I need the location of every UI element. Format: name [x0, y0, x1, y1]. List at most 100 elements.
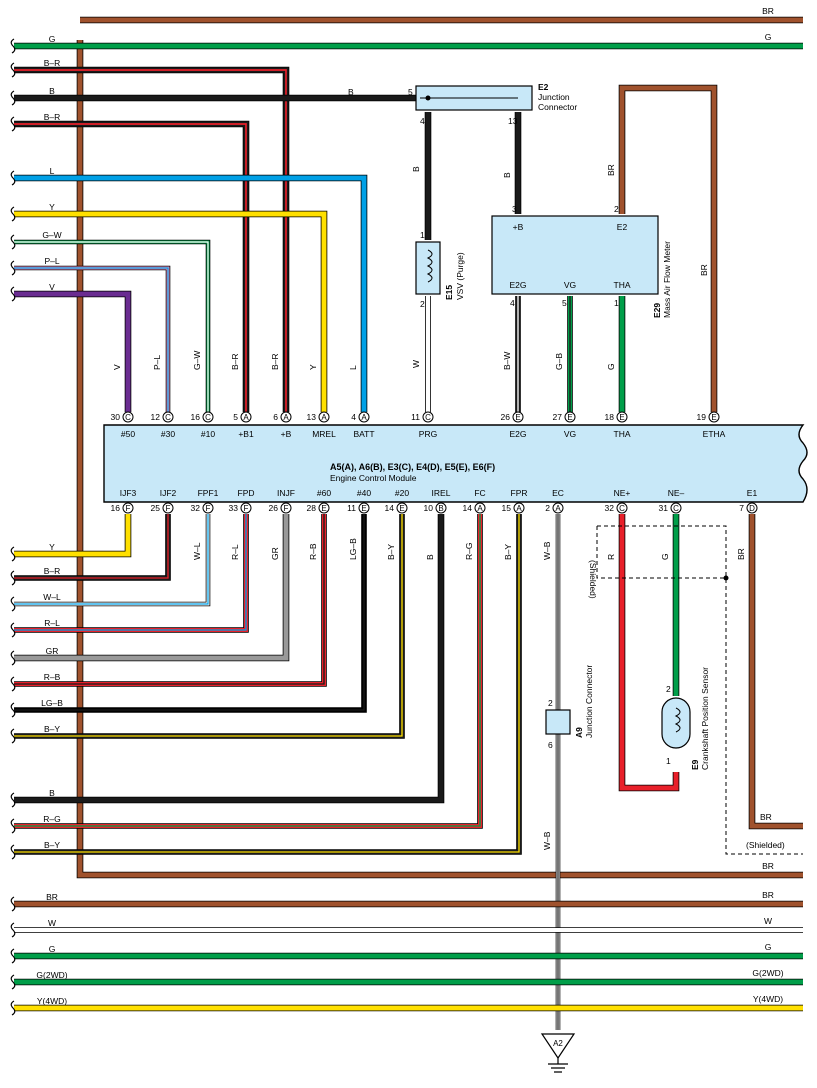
pin-connector-letter: F: [244, 504, 249, 513]
pin-E-circle: [564, 411, 576, 423]
pin-connector-letter: F: [126, 504, 131, 513]
terminal-label: IREL: [432, 488, 451, 498]
l-batt-wire: [14, 175, 367, 412]
e9-id: E9: [690, 759, 700, 770]
p-l-30-wire: [14, 266, 170, 412]
left-wire-label: G–W: [42, 230, 61, 240]
wire-label: W–B: [542, 541, 552, 560]
e15-name: VSV (Purge): [455, 252, 465, 300]
right-wire-label: BR: [762, 861, 774, 871]
coil-icon: [426, 249, 433, 283]
wire-label: Y: [308, 364, 318, 370]
pin-connector-letter: C: [165, 413, 171, 422]
wire-label: G–W: [192, 351, 202, 370]
e9-pin: 2: [666, 684, 671, 694]
wire-label: L: [348, 365, 358, 370]
pin-number: 12: [151, 412, 161, 422]
e15-id: E15: [444, 285, 454, 300]
wire-label: B: [425, 554, 435, 560]
terminal-label: EC: [552, 488, 564, 498]
pin-connector-letter: C: [425, 413, 431, 422]
left-wire-label: B: [49, 86, 55, 96]
pin-C-circle: [122, 411, 134, 423]
terminal-label: +B1: [238, 429, 254, 439]
e9-name: Crankshaft Position Sensor: [700, 667, 710, 770]
terminal-label: INJF: [277, 488, 295, 498]
b-r-ijf2-wire: [14, 514, 170, 580]
pin-number: 10: [424, 503, 434, 513]
wire-label: B–Y: [503, 544, 513, 560]
left-wire-label: G: [49, 944, 56, 954]
e29-terminal: VG: [564, 280, 576, 290]
r-ne-plus-wire: [619, 514, 679, 791]
coil-icon: [674, 707, 681, 733]
terminal-label: IJF3: [120, 488, 137, 498]
wire-break: [10, 728, 16, 744]
pin-C-circle: [670, 502, 682, 514]
terminal-label: FC: [474, 488, 485, 498]
e9-pin: 1: [666, 756, 671, 766]
w-l-fpf1-wire: [14, 514, 210, 606]
wire-label: G: [660, 553, 670, 560]
r-b-60-wire-stripe: [14, 514, 325, 685]
b-y-20-wire-stripe: [14, 514, 403, 737]
p-l-30-wire-outline: [14, 265, 171, 412]
left-wire-label: B–Y: [44, 724, 60, 734]
terminal-label: FPD: [238, 488, 255, 498]
pin-number: 26: [269, 503, 279, 513]
ground-triangle: [540, 1033, 576, 1060]
pin-number: 7: [739, 503, 744, 513]
ecm-body: [103, 424, 808, 503]
y-ijf3-wire-outline: [14, 514, 132, 558]
pin-connector-letter: F: [166, 504, 171, 513]
pin-A-circle: [240, 411, 252, 423]
b-r-plusb-wire-stripe: [14, 69, 287, 412]
lg-b-40-wire-stripe: [14, 514, 365, 711]
pin-number: 30: [111, 412, 121, 422]
e29-pin: 4: [510, 298, 515, 308]
terminal-label: PRG: [419, 429, 437, 439]
pin-connector-letter: E: [361, 504, 366, 513]
w-l-fpf1-wire-outline: [14, 514, 211, 607]
wire-label: B–R: [230, 353, 240, 370]
e2-name: Junction: [538, 92, 570, 102]
e29-pin: 3: [512, 204, 517, 214]
wire-label: G: [606, 363, 616, 370]
b-irel-wire: [14, 514, 444, 803]
pin-connector-letter: B: [438, 504, 443, 513]
wire-label: R–B: [308, 543, 318, 560]
wire-break: [10, 546, 16, 562]
terminal-label: #20: [395, 488, 409, 498]
e29-id: E29: [652, 303, 662, 318]
left-wire-label: B–Y: [44, 840, 60, 850]
wire-break: [10, 38, 16, 54]
terminal-label: NE+: [614, 488, 631, 498]
pin-number: 6: [273, 412, 278, 422]
left-wire-label: GR: [46, 646, 59, 656]
pin-connector-letter: E: [321, 504, 326, 513]
right-wire-label: BR: [760, 812, 772, 822]
wire-label: BR: [606, 164, 616, 176]
pin-E-circle: [616, 411, 628, 423]
pin-E-circle: [708, 411, 720, 423]
pin-F-circle: [122, 502, 134, 514]
e2-pin: 4: [420, 116, 425, 126]
y-mrel-wire: [14, 211, 327, 412]
r-g-fc-wire-stripe: [14, 514, 481, 827]
a9-name: Junction Connector: [584, 665, 594, 738]
e2-pin: 13: [508, 116, 518, 126]
terminal-label: #10: [201, 429, 215, 439]
left-wire-label: Y(4WD): [37, 996, 67, 1006]
left-wire-label: B: [49, 788, 55, 798]
left-wire-label: W–L: [43, 592, 61, 602]
wire-break: [10, 206, 16, 222]
w-l-fpf1-wire-stripe: [14, 514, 209, 605]
e29-name: Mass Air Flow Meter: [662, 241, 672, 318]
left-wire-label: B–R: [44, 566, 61, 576]
wire-break: [10, 170, 16, 186]
pin-F-circle: [162, 502, 174, 514]
pin-connector-letter: A: [283, 413, 289, 422]
pin-connector-letter: C: [205, 413, 211, 422]
pin-number: 26: [501, 412, 511, 422]
